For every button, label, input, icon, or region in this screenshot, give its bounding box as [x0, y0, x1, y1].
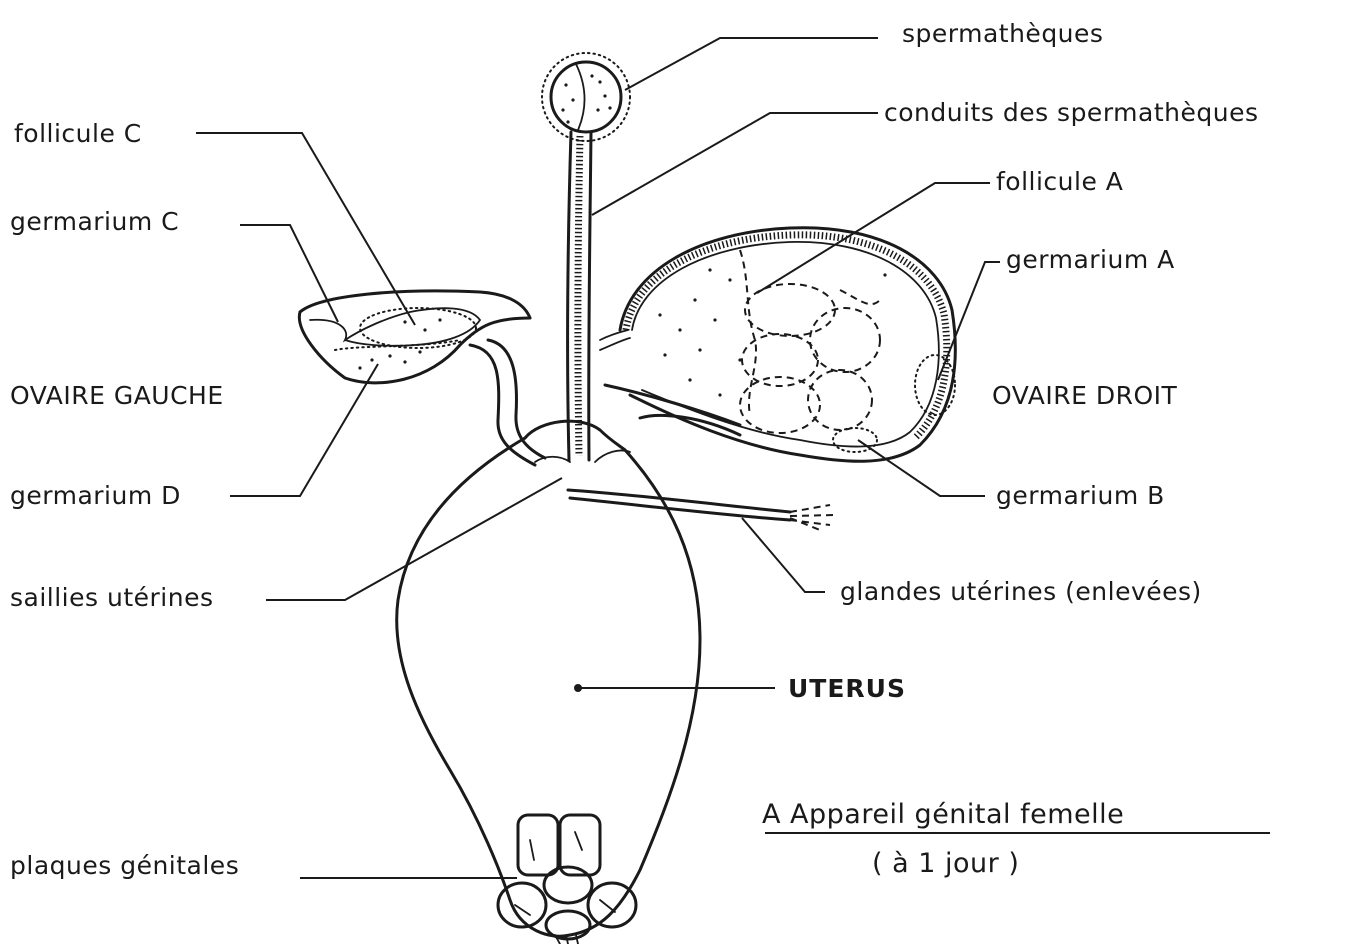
caption-title: A Appareil génital femelle [762, 799, 1124, 830]
label-germarium-d: germarium D [10, 481, 181, 510]
leader-lines [196, 38, 1270, 878]
caption-subtitle: ( à 1 jour ) [872, 848, 1019, 879]
label-ovaire-droit: OVAIRE DROIT [992, 381, 1178, 410]
label-glandes: glandes utérines (enlevées) [840, 577, 1202, 606]
label-follicule-a: follicule A [996, 167, 1123, 196]
label-germarium-c: germarium C [10, 207, 179, 236]
label-ovaire-gauche: OVAIRE GAUCHE [10, 381, 224, 410]
label-saillies: saillies utérines [10, 583, 213, 612]
spermatheca-duct [568, 132, 591, 460]
label-follicule-c: follicule C [14, 119, 142, 148]
label-germarium-b: germarium B [996, 481, 1165, 510]
label-conduits: conduits des spermathèques [884, 98, 1258, 127]
label-spermatheques: spermathèques [902, 19, 1103, 48]
spermatheca [542, 53, 630, 141]
label-plaques: plaques génitales [10, 851, 239, 880]
label-germarium-a: germarium A [1006, 245, 1175, 274]
label-uterus: UTERUS [788, 674, 906, 703]
uterus-body [397, 421, 835, 944]
right-ovary [600, 228, 955, 462]
